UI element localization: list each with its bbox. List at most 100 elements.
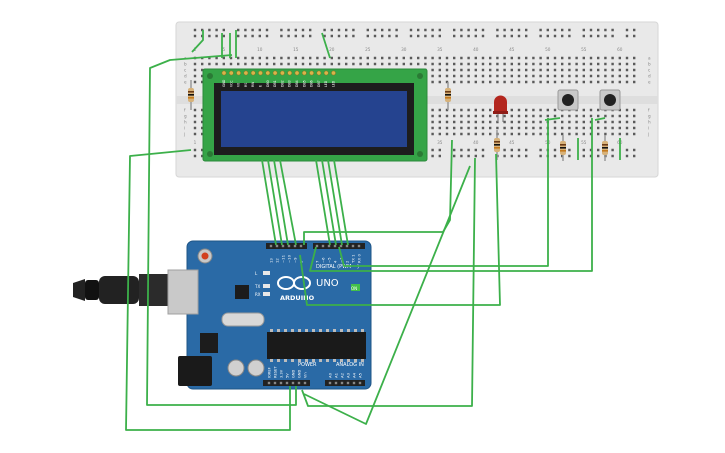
- column-number: 40: [473, 47, 479, 52]
- column-number: 25: [365, 47, 371, 52]
- lcd-pin-label: DB0: [266, 80, 270, 87]
- digital-pin-label: 13: [268, 258, 273, 263]
- digital-label: DIGITAL (PWM ~): [316, 264, 359, 270]
- analog-pin: [358, 381, 362, 385]
- power-pin-label: 3.3V: [279, 369, 283, 378]
- analog-pin: [328, 381, 332, 385]
- row-letter: g: [184, 114, 187, 119]
- wire: [309, 117, 606, 272]
- pushbutton-1[interactable]: [557, 89, 579, 111]
- wire: [279, 159, 297, 246]
- digital-pin: [287, 244, 291, 248]
- power-pin-label: RESET: [273, 366, 277, 378]
- power-pin-label: 5V: [285, 373, 289, 378]
- analog-pin: [352, 381, 356, 385]
- power-pin: [267, 381, 271, 385]
- board-led: [263, 292, 270, 296]
- digital-pin: [327, 244, 331, 248]
- analog-pin-label: A3: [345, 372, 350, 378]
- column-number: 35: [437, 140, 443, 145]
- power-pin: [273, 381, 277, 385]
- digital-header-left: [266, 243, 307, 249]
- board-led: [263, 284, 270, 288]
- column-number: 60: [617, 47, 623, 52]
- column-number: 20: [329, 47, 335, 52]
- wire: [273, 159, 289, 246]
- column-number: 10: [257, 47, 263, 52]
- digital-pin-label: 7: [314, 260, 319, 263]
- analog-pin-label: A2: [339, 372, 344, 378]
- digital-pin: [345, 244, 349, 248]
- lcd-pin: [294, 70, 300, 76]
- usb-cable: [73, 274, 169, 306]
- lcd-pin-label: GND: [222, 79, 226, 87]
- voltage-regulator: [200, 333, 218, 353]
- resistor-button-2: [602, 135, 608, 161]
- lcd-pin-label: LED: [332, 80, 336, 87]
- row-letter: j: [647, 132, 649, 137]
- board-led-label: TX: [254, 284, 260, 289]
- lcd-pin-label: RS: [244, 83, 248, 87]
- lcd-pin-label: DB5: [302, 80, 306, 87]
- lcd-pin-label: DB4: [295, 80, 299, 87]
- wire: [267, 159, 283, 246]
- row-letter: b: [184, 62, 187, 67]
- wire: [303, 165, 471, 425]
- analog-label: ANALOG IN: [336, 362, 364, 368]
- board-led-label: L: [255, 271, 258, 276]
- on-label: ON: [351, 286, 357, 291]
- column-number: 15: [293, 47, 299, 52]
- resistor-led: [494, 130, 500, 160]
- resistor-button-1: [560, 135, 566, 161]
- wire: [321, 159, 337, 246]
- lcd-pin-label: E: [259, 85, 263, 87]
- lcd-pin: [287, 70, 293, 76]
- row-letter: d: [648, 74, 651, 79]
- row-letter: d: [184, 74, 187, 79]
- power-pin: [297, 381, 301, 385]
- digital-pin-label: ~5: [326, 257, 331, 263]
- column-number: 30: [401, 47, 407, 52]
- wire: [321, 32, 331, 59]
- digital-pin-label: TX 1: [350, 254, 355, 264]
- digital-pin: [299, 244, 303, 248]
- row-letter: i: [648, 126, 649, 131]
- wire: [333, 159, 349, 246]
- power-pin-label: GND: [297, 370, 301, 378]
- on-led: [351, 284, 360, 291]
- column-number: 45: [509, 47, 515, 52]
- arduino-logo: ARDUINO UNO: [277, 276, 339, 302]
- analog-pin-label: A0: [327, 372, 332, 378]
- digital-pin: [315, 244, 319, 248]
- wire: [299, 153, 501, 306]
- lcd-pin-label: RW: [251, 81, 255, 87]
- wire: [338, 117, 561, 267]
- wire: [301, 157, 476, 407]
- lcd-pin-label: DB6: [310, 80, 314, 87]
- wire: [191, 30, 204, 53]
- lcd-pin: [243, 70, 249, 76]
- usb-port: [167, 269, 199, 315]
- digital-pin-label: ~9: [292, 257, 297, 263]
- row-letter: i: [184, 126, 185, 131]
- digital-pin: [333, 244, 337, 248]
- analog-header: [325, 380, 365, 386]
- digital-pin: [321, 244, 325, 248]
- analog-pin: [346, 381, 350, 385]
- column-number: 50: [545, 47, 551, 52]
- column-number: 35: [437, 47, 443, 52]
- column-number: 55: [581, 140, 587, 145]
- atmega-chip: [267, 332, 366, 359]
- digital-pin-label: ~10: [286, 254, 291, 263]
- power-pin: [285, 381, 289, 385]
- lcd-pin: [250, 70, 256, 76]
- row-letter: e: [184, 80, 187, 85]
- row-letter: a: [648, 56, 651, 61]
- pushbutton-2[interactable]: [599, 89, 621, 111]
- column-number: 1: [194, 140, 197, 145]
- digital-pin-label: 12: [274, 258, 279, 263]
